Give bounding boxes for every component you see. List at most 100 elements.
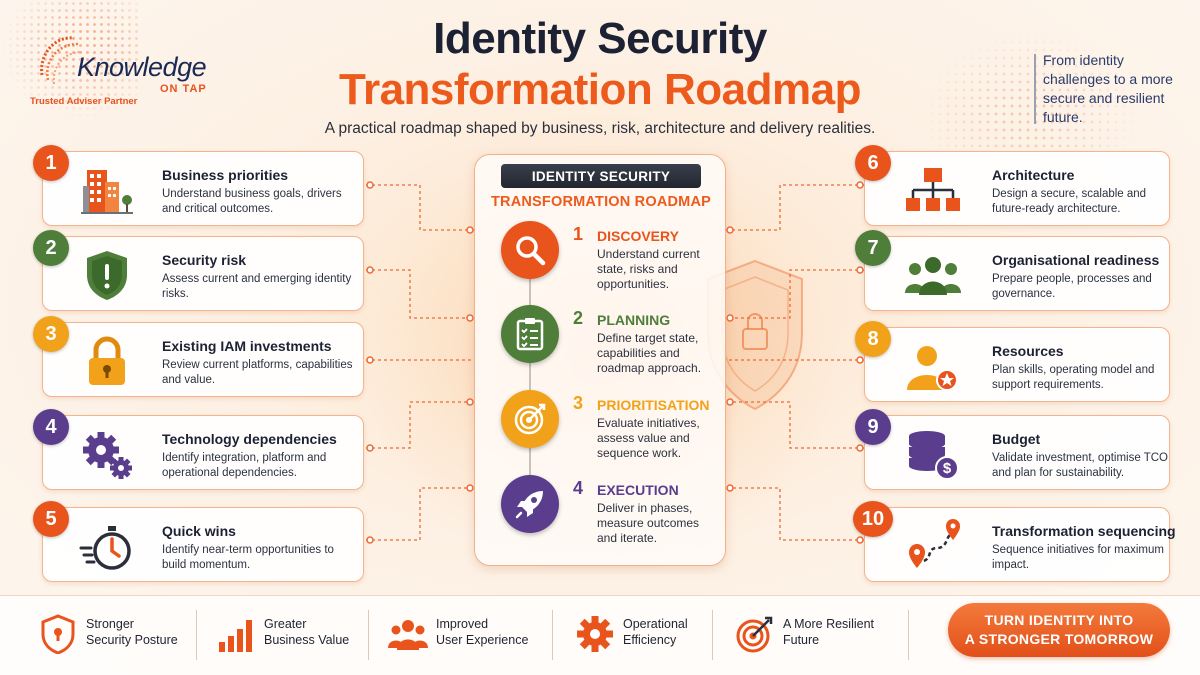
card-quick-wins: 5 Quick wins Identify near-term opportun… bbox=[33, 501, 364, 582]
cta-button[interactable]: TURN IDENTITY INTO A STRONGER TOMORROW bbox=[948, 603, 1170, 657]
benefit-line1: Stronger bbox=[86, 617, 134, 631]
phase-discovery: 1 DISCOVERY Understand current state, ri… bbox=[475, 221, 727, 301]
card-security-risk: 2 Security risk Assess current and emerg… bbox=[33, 230, 364, 311]
card-description: Identify near-term opportunities to buil… bbox=[162, 544, 334, 571]
step-number-badge: 9 bbox=[855, 409, 891, 445]
card-business-priorities: 1 Business priorities Understand busines… bbox=[33, 145, 364, 226]
benefit-line2: Future bbox=[783, 633, 820, 647]
benefit-separator bbox=[552, 610, 553, 660]
step-number-badge: 2 bbox=[33, 230, 69, 266]
benefit-line1: Improved bbox=[436, 617, 489, 631]
step-number-badge: 7 bbox=[855, 230, 891, 266]
card-title: Quick wins bbox=[162, 523, 236, 539]
benefit-line1: A More Resilient bbox=[783, 617, 875, 631]
page-title-line1: Identity Security bbox=[433, 14, 767, 63]
phase-description: Understand current state, risks and oppo… bbox=[597, 247, 700, 291]
route-pins-icon bbox=[909, 519, 960, 568]
target-icon bbox=[736, 616, 773, 653]
step-number-badge: 5 bbox=[33, 501, 69, 537]
gear-icon bbox=[577, 616, 613, 652]
phase-planning: 2 PLANNING Define target state, capabili… bbox=[475, 305, 727, 385]
card-description: Design a secure, scalable and future-rea… bbox=[992, 188, 1147, 215]
benefit-line2: Business Value bbox=[264, 633, 350, 647]
card-technology-dependencies: 4 Technology dependencies Identify integ… bbox=[33, 409, 364, 490]
phase-description: Define target state, capabilities and ro… bbox=[597, 331, 702, 375]
benefit-line2: Security Posture bbox=[86, 633, 178, 647]
phase-title: PLANNING bbox=[597, 312, 671, 328]
building-icon bbox=[81, 170, 133, 214]
phase-connector-line bbox=[529, 275, 531, 305]
logo-wordmark: Knowledge bbox=[77, 52, 207, 82]
card-description: Review current platforms, capabilities a… bbox=[162, 359, 353, 386]
benefit-separator bbox=[368, 610, 369, 660]
step-number-badge: 4 bbox=[33, 409, 69, 445]
bar-chart-icon bbox=[219, 620, 252, 652]
phase-title: EXECUTION bbox=[597, 482, 679, 498]
step-number-badge: 3 bbox=[33, 316, 69, 352]
phase-connector-line bbox=[529, 445, 531, 475]
card-description: Prepare people, processes and governance… bbox=[992, 273, 1152, 300]
shield-warning-icon bbox=[87, 251, 127, 300]
benefit-separator bbox=[196, 610, 197, 660]
benefit-line2: Efficiency bbox=[623, 633, 677, 647]
gears-icon bbox=[83, 432, 132, 479]
phase-description: Evaluate initiatives, assess value and s… bbox=[597, 416, 700, 460]
center-subtitle: TRANSFORMATION ROADMAP bbox=[490, 194, 711, 210]
logo-tagline: Trusted Adviser Partner bbox=[30, 96, 138, 107]
roadmap-center-panel: IDENTITY SECURITY TRANSFORMATION ROADMAP… bbox=[474, 154, 726, 566]
card-organisational-readiness: 7 Organisational readiness Prepare peopl… bbox=[855, 230, 1170, 311]
card-title: Resources bbox=[992, 343, 1064, 359]
phase-number: 3 bbox=[573, 393, 584, 413]
hierarchy-icon bbox=[906, 168, 960, 211]
coin-stack-dollar-icon: $ bbox=[909, 431, 959, 480]
rocket-icon bbox=[501, 475, 559, 533]
stopwatch-icon bbox=[79, 526, 131, 570]
benefit-line1: Greater bbox=[264, 617, 307, 631]
card-title: Organisational readiness bbox=[992, 252, 1160, 268]
page-title-line2: Transformation Roadmap bbox=[339, 65, 861, 114]
tagline-divider bbox=[1034, 54, 1036, 124]
cta-line1: TURN IDENTITY INTO bbox=[984, 612, 1134, 628]
phase-title: DISCOVERY bbox=[597, 228, 679, 244]
clipboard-checklist-icon bbox=[501, 305, 559, 363]
people-group-icon bbox=[905, 257, 961, 295]
card-description: Identify integration, platform and opera… bbox=[162, 452, 327, 479]
card-description: Sequence initiatives for maximum impact. bbox=[992, 544, 1164, 571]
padlock-icon bbox=[89, 336, 125, 385]
card-description: Validate investment, optimise TCO and pl… bbox=[992, 452, 1168, 479]
step-number-badge: 6 bbox=[855, 145, 891, 181]
card-resources: 8 Resources Plan skills, operating model… bbox=[855, 321, 1170, 402]
phase-number: 2 bbox=[573, 308, 584, 328]
card-title: Technology dependencies bbox=[162, 431, 337, 447]
page-subtitle: A practical roadmap shaped by business, … bbox=[324, 120, 876, 137]
phase-connector-line bbox=[529, 360, 531, 390]
card-description: Plan skills, operating model and support… bbox=[992, 364, 1155, 391]
step-number-badge: 8 bbox=[855, 321, 891, 357]
phase-title: PRIORITISATION bbox=[597, 397, 710, 413]
card-title: Transformation sequencing bbox=[992, 523, 1176, 539]
phase-number: 4 bbox=[573, 478, 584, 498]
phase-description: Deliver in phases, measure outcomes and … bbox=[597, 501, 700, 545]
phase-number: 1 bbox=[573, 224, 584, 244]
card-title: Business priorities bbox=[162, 167, 289, 183]
step-number-badge: 10 bbox=[853, 501, 893, 537]
cta-line2: A STRONGER TOMORROW bbox=[964, 631, 1154, 647]
target-arrow-icon bbox=[501, 390, 559, 448]
card-title: Security risk bbox=[162, 252, 247, 268]
phase-prioritisation: 3 PRIORITISATION Evaluate initiatives, a… bbox=[475, 390, 727, 470]
card-transformation-sequencing: 10 Transformation sequencing Sequence in… bbox=[853, 501, 1176, 582]
center-badge: IDENTITY SECURITY bbox=[501, 164, 701, 188]
shield-lock-icon bbox=[41, 614, 75, 654]
card-title: Budget bbox=[992, 431, 1041, 447]
card-description: Assess current and emerging identity ris… bbox=[162, 273, 352, 300]
users-icon bbox=[388, 620, 428, 650]
benefit-line1: Operational bbox=[623, 617, 688, 631]
card-architecture: 6 Architecture Design a secure, scalable… bbox=[855, 145, 1170, 226]
logo-subtext: ON TAP bbox=[160, 83, 207, 95]
benefit-separator bbox=[712, 610, 713, 660]
magnifier-icon bbox=[501, 221, 559, 279]
step-number-badge: 1 bbox=[33, 145, 69, 181]
phase-execution: 4 EXECUTION Deliver in phases, measure o… bbox=[475, 475, 727, 555]
svg-text:$: $ bbox=[943, 460, 952, 477]
person-star-icon bbox=[907, 346, 958, 391]
